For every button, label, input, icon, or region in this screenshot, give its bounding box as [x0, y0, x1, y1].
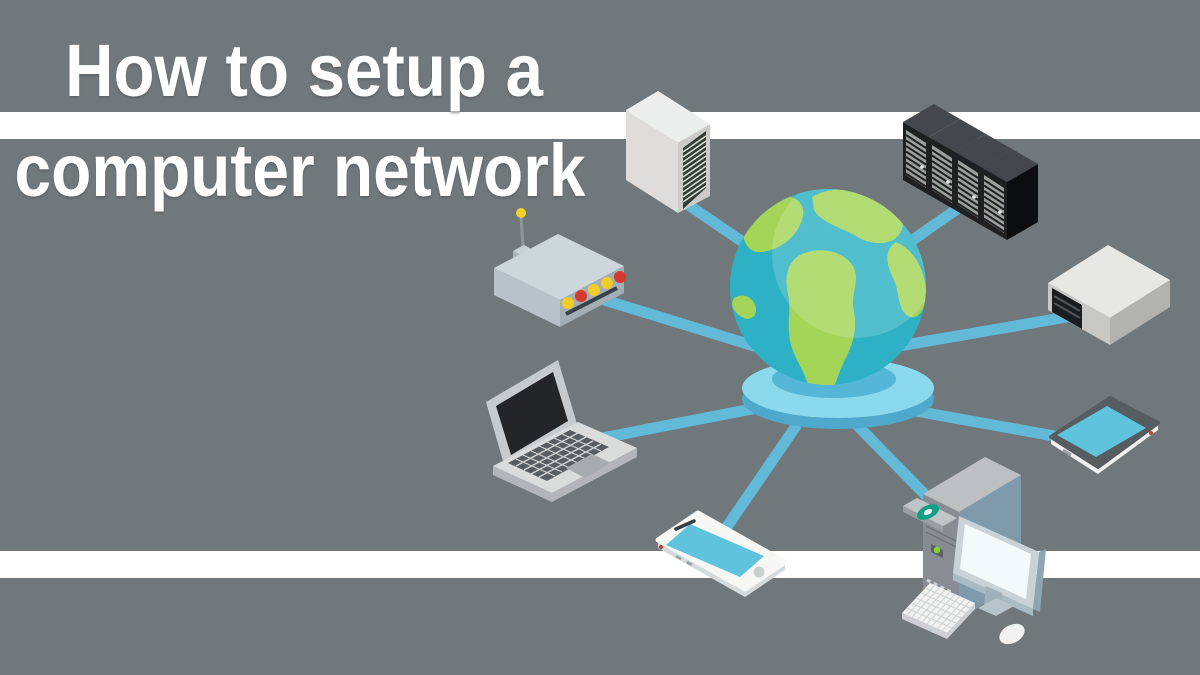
antenna — [519, 215, 525, 248]
antenna-tip — [516, 208, 526, 218]
title-line-1: How to setup a — [65, 29, 544, 112]
link-smartphone — [716, 420, 802, 540]
laptop-trackpad — [566, 454, 611, 478]
cd-disc — [916, 504, 940, 520]
rack-led — [946, 180, 950, 184]
power-led — [933, 546, 941, 554]
globe-pedestal — [742, 358, 934, 429]
tower-server-icon — [626, 91, 710, 213]
router-leds — [562, 271, 626, 309]
rack-led — [972, 195, 976, 199]
page-title: How to setup a computer network — [15, 29, 587, 212]
top-stripe — [0, 112, 1200, 139]
smartphone-icon — [655, 510, 788, 597]
rack-led — [920, 165, 924, 169]
network-switch-icon — [1048, 245, 1170, 345]
desktop-computer-icon — [902, 457, 1046, 645]
smartphone-speaker — [674, 519, 696, 531]
desktop-mouse — [999, 623, 1025, 645]
smartphone-screen — [666, 524, 764, 577]
tablet-screen — [1057, 406, 1146, 457]
smartphone-home-button — [753, 566, 765, 578]
tablet-icon — [1049, 396, 1160, 474]
router-slot — [565, 286, 618, 316]
wireless-router-icon — [494, 208, 626, 327]
server-rack-icon — [903, 104, 1038, 240]
laptop-icon — [486, 360, 637, 502]
globe-highlight — [772, 189, 926, 338]
link-switch — [870, 306, 1102, 356]
globe-icon — [730, 189, 926, 385]
laptop-screen — [496, 372, 568, 455]
globe-continents — [732, 189, 926, 385]
rack-led — [998, 210, 1002, 214]
monitor-screen — [960, 524, 1031, 599]
laptop-keyboard — [508, 430, 609, 481]
title-line-2: computer network — [15, 129, 587, 212]
